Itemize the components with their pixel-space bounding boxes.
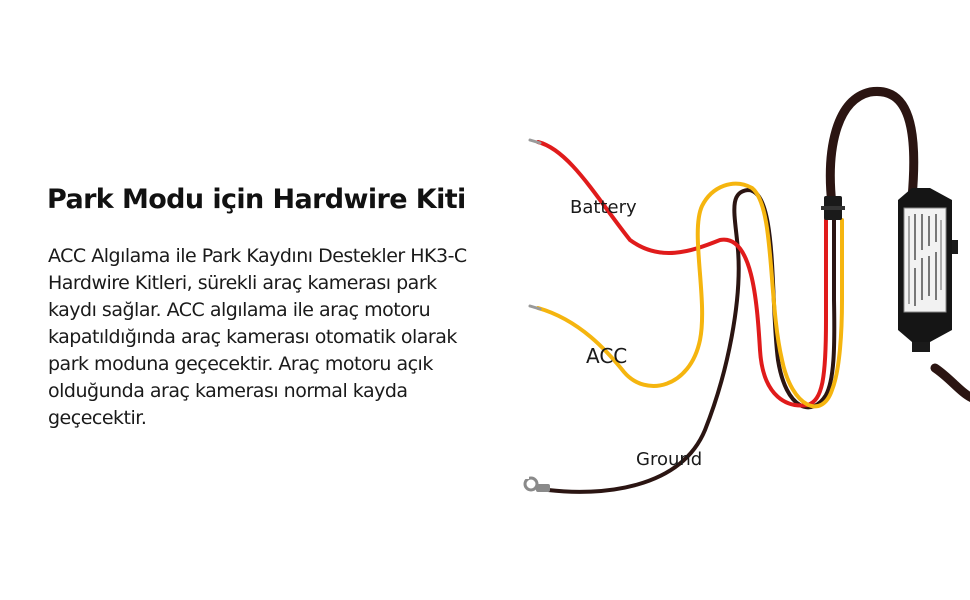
- battery-wire-tip: [528, 138, 542, 145]
- ground-wire: [546, 187, 837, 494]
- acc-wire-tip: [528, 304, 542, 311]
- page-title: Park Modu için Hardwire Kiti: [47, 184, 466, 215]
- acc-wire: [536, 181, 844, 409]
- main-cable-loop: [825, 86, 919, 210]
- battery-wire: [536, 140, 828, 408]
- ground-label: Ground: [636, 449, 702, 470]
- ground-ring-terminal: [523, 470, 550, 492]
- converter-module: [898, 188, 958, 352]
- acc-label: ACC: [586, 344, 627, 368]
- battery-label: Battery: [570, 197, 637, 218]
- product-description: ACC Algılama ile Park Kaydını Destekler …: [48, 245, 467, 429]
- module-label-print: [908, 214, 942, 306]
- output-cable: [930, 363, 970, 403]
